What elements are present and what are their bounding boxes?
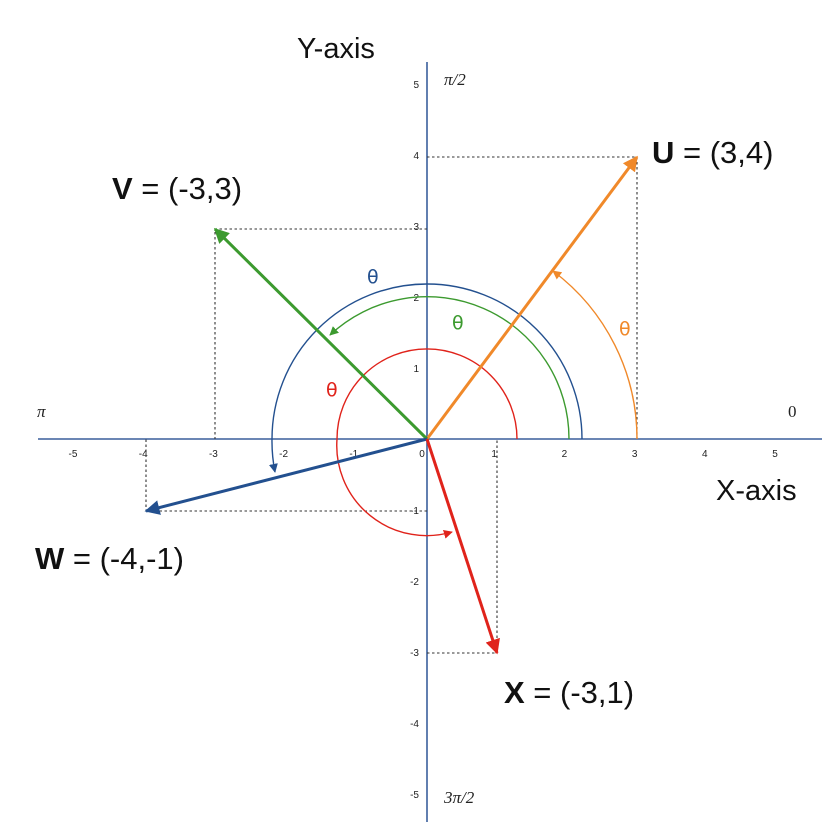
vector-v-label: V = (-3,3) [112, 171, 242, 206]
y-tick-label: 5 [413, 80, 419, 91]
vector-u-coords: (3,4) [710, 135, 774, 170]
y-tick-label: 3 [413, 222, 419, 233]
arc-x [336, 348, 518, 539]
arc-u [552, 270, 638, 440]
theta-label-blue: θ [367, 266, 379, 288]
vector-x-equals: = [525, 675, 560, 710]
x-tick-label: -5 [69, 449, 78, 460]
x-tick-labels: -5 -4 -3 -2 -1 0 1 2 3 4 5 [69, 449, 779, 460]
vector-v-name: V [112, 171, 133, 206]
arc-w [268, 283, 583, 473]
y-tick-label: 2 [413, 293, 419, 304]
x-tick-label: -1 [349, 449, 358, 460]
x-tick-label: -2 [279, 449, 288, 460]
x-tick-label: -4 [139, 449, 148, 460]
vector-u-equals: = [674, 135, 709, 170]
vector-u-label: U = (3,4) [652, 135, 773, 170]
arc-v [329, 296, 570, 440]
vector-w-equals: = [64, 541, 99, 576]
x-tick-label: 2 [562, 449, 568, 460]
vector-x-arrow [425, 438, 500, 655]
theta-label-orange: θ [619, 318, 631, 340]
y-tick-label: -3 [410, 648, 419, 659]
vector-x-coords: (-3,1) [560, 675, 634, 710]
vector-w-arrow [144, 437, 428, 515]
angle-mark-pi: π [37, 402, 46, 421]
vector-v-equals: = [133, 171, 168, 206]
vector-w-name: W [35, 541, 65, 576]
y-tick-label: -4 [410, 719, 419, 730]
vector-u-name: U [652, 135, 674, 170]
vector-w-label: W = (-4,-1) [35, 541, 184, 576]
x-axis-title: X-axis [716, 475, 797, 507]
vector-x-name: X [504, 675, 525, 710]
x-tick-label: -3 [209, 449, 218, 460]
vector-w-coords: (-4,-1) [100, 541, 184, 576]
x-tick-label: 4 [702, 449, 708, 460]
vectors [144, 155, 639, 655]
y-tick-label: -5 [410, 790, 419, 801]
vector-x-label: X = (-3,1) [504, 675, 634, 710]
y-tick-label: -2 [410, 577, 419, 588]
y-tick-label: 4 [413, 151, 419, 162]
x-tick-label: 3 [632, 449, 638, 460]
theta-label-red: θ [326, 379, 338, 401]
angle-mark-pi-over-2: π/2 [444, 70, 466, 89]
vector-v-coords: (-3,3) [168, 171, 242, 206]
vector-u-arrow [425, 155, 639, 440]
y-axis-title: Y-axis [297, 33, 375, 65]
x-tick-label: 1 [491, 449, 497, 460]
theta-label-green: θ [452, 312, 464, 334]
x-tick-label: 5 [772, 449, 778, 460]
angle-mark-3pi-over-2: 3π/2 [443, 788, 475, 807]
y-tick-label: 1 [413, 364, 419, 375]
angle-arcs [268, 270, 638, 539]
x-tick-label: 0 [419, 449, 425, 460]
angle-mark-zero: 0 [788, 402, 797, 421]
vector-v-arrow [213, 227, 429, 441]
